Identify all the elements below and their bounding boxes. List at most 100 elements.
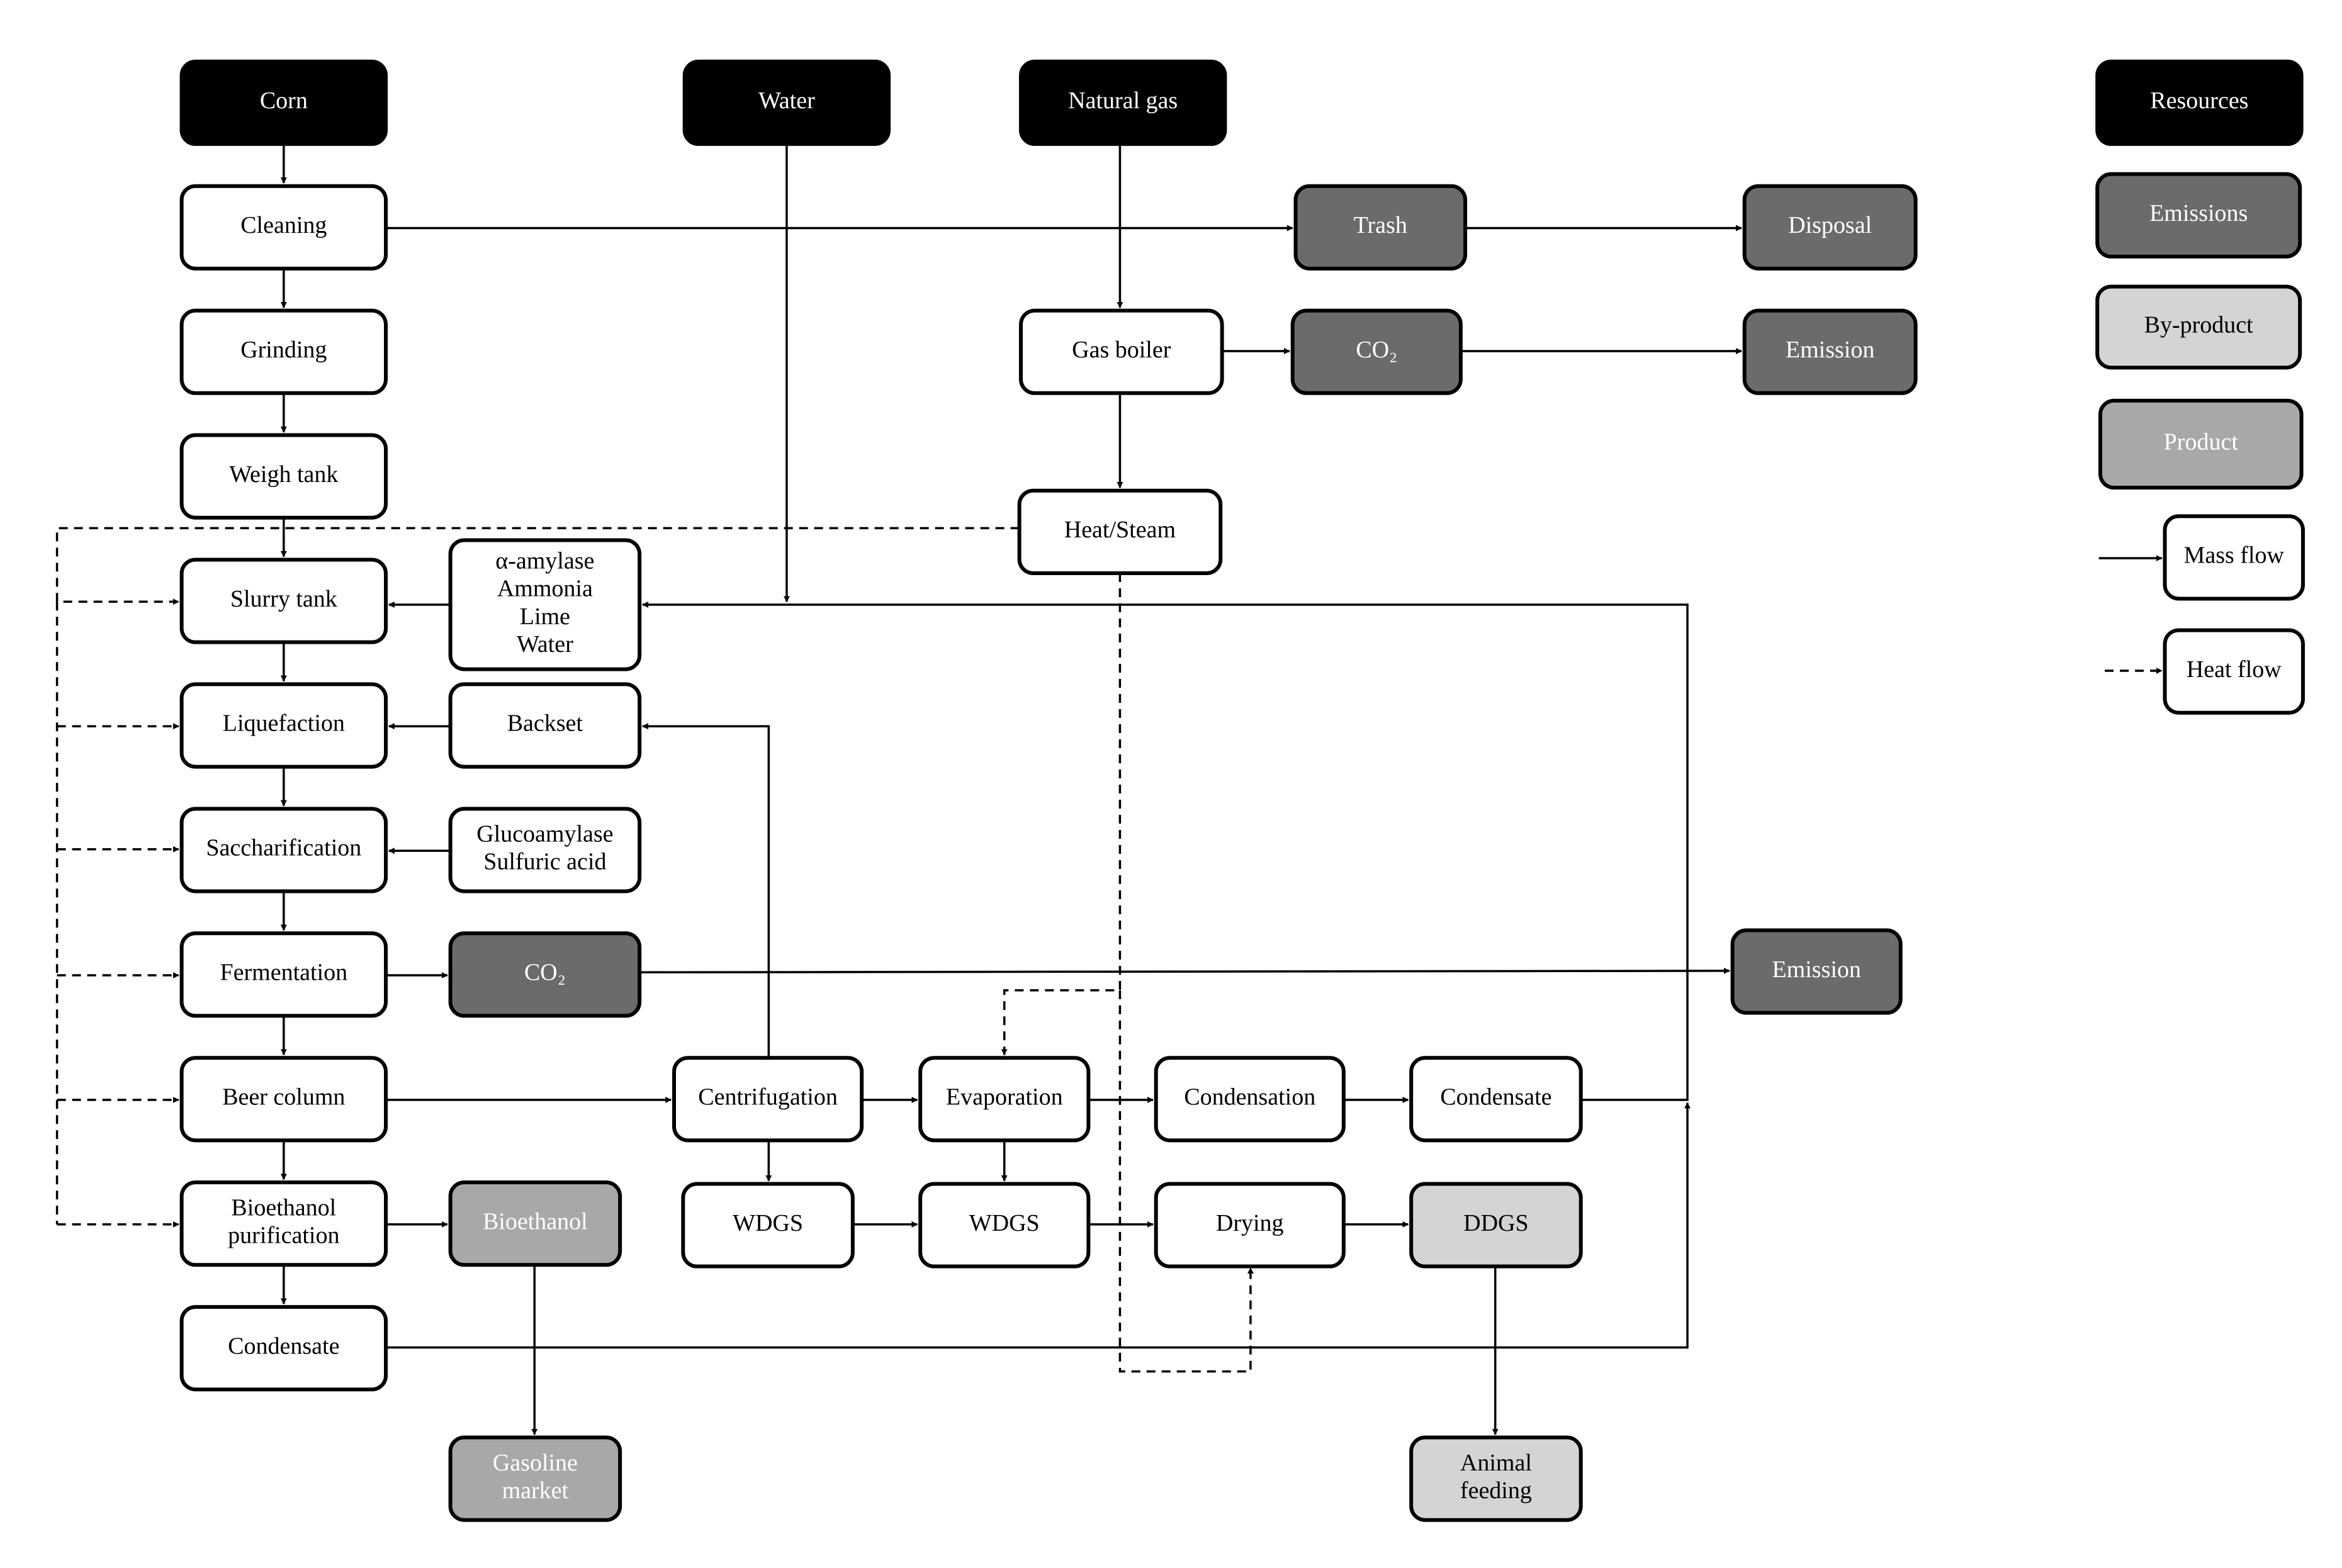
node-wdgs-2: WDGS	[918, 1182, 1091, 1268]
node-liquefaction-label: Liquefaction	[223, 710, 345, 737]
node-wdgs-1-label: WDGS	[733, 1210, 803, 1236]
node-slurry-tank-shape	[179, 557, 388, 644]
legend-byproduct: By-product	[2095, 284, 2302, 370]
node-animal-feeding-label: Animal	[1460, 1450, 1532, 1476]
node-emission-boiler-label: Emission	[1786, 337, 1874, 363]
node-ddgs-shape	[1409, 1182, 1583, 1268]
node-slurry-tank: Slurry tank	[179, 557, 388, 644]
node-disposal: Disposal	[1742, 184, 1918, 271]
node-wdgs-1: WDGS	[681, 1182, 855, 1268]
node-liquefaction-shape	[179, 682, 388, 769]
node-evaporation-shape	[918, 1056, 1091, 1143]
node-co2-fermentation-label: CO₂	[524, 960, 566, 986]
node-additives-1-label: Lime	[520, 603, 570, 630]
node-emission-fermentation: Emission	[1730, 928, 1903, 1015]
node-corn-shape	[179, 59, 388, 146]
node-evaporation: Evaporation	[918, 1056, 1091, 1143]
node-condensation: Condensation	[1154, 1056, 1346, 1143]
node-bioethanol-label: Bioethanol	[483, 1208, 588, 1235]
node-bioethanol-purification-label: Bioethanol	[231, 1194, 336, 1221]
node-emission-fermentation-label: Emission	[1772, 956, 1861, 983]
node-backset-label: Backset	[507, 710, 583, 737]
node-natural-gas-label: Natural gas	[1068, 87, 1178, 114]
legend-heat-flow-shape	[2163, 628, 2305, 715]
node-additives-1-label: α-amylase	[495, 548, 594, 574]
node-emission-boiler: Emission	[1742, 308, 1918, 395]
mass-flow-centrifugation-to-backset	[641, 723, 770, 1058]
flows-layer	[55, 143, 2163, 1435]
node-condensate-right: Condensate	[1409, 1056, 1583, 1143]
node-wdgs-2-shape	[918, 1182, 1091, 1268]
heat-flow-heat-steam-to-drying	[1118, 990, 1254, 1373]
node-animal-feeding-label: feeding	[1460, 1477, 1532, 1504]
legend-heat-flow: Heat flow	[2163, 628, 2305, 715]
legend-mass-flow: Mass flow	[2163, 514, 2305, 601]
node-heat-steam: Heat/Steam	[1017, 488, 1223, 575]
node-fermentation-label: Fermentation	[220, 960, 348, 986]
node-weigh-tank-shape	[179, 433, 388, 520]
node-co2-fermentation-shape	[448, 931, 642, 1018]
mass-flow-condensate-left-to-additives-1	[386, 1102, 1691, 1349]
node-gasoline-market-shape	[448, 1435, 622, 1522]
legend-byproduct-label: By-product	[2144, 312, 2254, 339]
node-bioethanol: Bioethanol	[448, 1180, 622, 1267]
mass-flow-co2-fermentation-to-emission-fermentation	[639, 967, 1730, 974]
node-condensate-left: Condensate	[179, 1305, 388, 1392]
node-condensation-shape	[1154, 1056, 1346, 1143]
node-water: Water	[682, 59, 891, 146]
legend-emissions-shape	[2095, 172, 2302, 259]
node-liquefaction: Liquefaction	[179, 682, 388, 769]
node-weigh-tank: Weigh tank	[179, 433, 388, 520]
legend-resources-shape	[2095, 59, 2304, 146]
node-centrifugation: Centrifugation	[672, 1056, 864, 1143]
node-water-label: Water	[758, 87, 815, 114]
node-ddgs: DDGS	[1409, 1182, 1583, 1268]
node-fermentation-shape	[179, 931, 388, 1018]
node-saccharification: Saccharification	[179, 807, 388, 893]
legend-heat-flow-label: Heat flow	[2187, 656, 2282, 683]
node-cleaning-shape	[179, 184, 388, 271]
mass-flow-condensate-right-to-additives-1	[641, 602, 1689, 1101]
node-saccharification-label: Saccharification	[206, 835, 361, 861]
node-gas-boiler-shape	[1018, 308, 1224, 395]
legend-mass-flow-label: Mass flow	[2184, 542, 2285, 569]
node-grinding-label: Grinding	[240, 337, 327, 363]
node-additives-2-shape	[448, 807, 642, 893]
node-heat-steam-label: Heat/Steam	[1064, 517, 1176, 543]
node-evaporation-label: Evaporation	[946, 1084, 1063, 1111]
node-additives-1-label: Water	[517, 631, 573, 658]
node-heat-steam-shape	[1017, 488, 1223, 575]
node-emission-fermentation-shape	[1730, 928, 1903, 1015]
node-fermentation: Fermentation	[179, 931, 388, 1018]
node-centrifugation-shape	[672, 1056, 864, 1143]
node-co2-fermentation: CO₂	[448, 931, 642, 1018]
node-ddgs-label: DDGS	[1463, 1210, 1528, 1236]
node-beer-column: Beer column	[179, 1056, 388, 1143]
node-additives-1-label: Ammonia	[497, 576, 593, 602]
legend-product-shape	[2098, 398, 2304, 490]
node-backset-shape	[448, 682, 642, 769]
node-natural-gas-shape	[1018, 59, 1227, 146]
node-gasoline-market-label: Gasoline	[493, 1450, 578, 1476]
node-cleaning: Cleaning	[179, 184, 388, 271]
node-condensate-left-label: Condensate	[228, 1333, 339, 1359]
node-beer-column-shape	[179, 1056, 388, 1143]
node-condensation-label: Condensation	[1184, 1084, 1315, 1111]
legend-byproduct-shape	[2095, 284, 2302, 370]
node-gas-boiler: Gas boiler	[1018, 308, 1224, 395]
node-water-shape	[682, 59, 891, 146]
node-drying-label: Drying	[1216, 1210, 1284, 1236]
node-grinding: Grinding	[179, 308, 388, 395]
node-condensate-right-label: Condensate	[1440, 1084, 1551, 1111]
legend-emissions-label: Emissions	[2149, 200, 2248, 227]
legend-mass-flow-shape	[2163, 514, 2305, 601]
node-weigh-tank-label: Weigh tank	[229, 461, 338, 488]
heat-flow-heat-steam-to-evaporation	[1001, 573, 1122, 1056]
node-condensate-right-shape	[1409, 1056, 1583, 1143]
legend-resources: Resources	[2095, 59, 2304, 146]
